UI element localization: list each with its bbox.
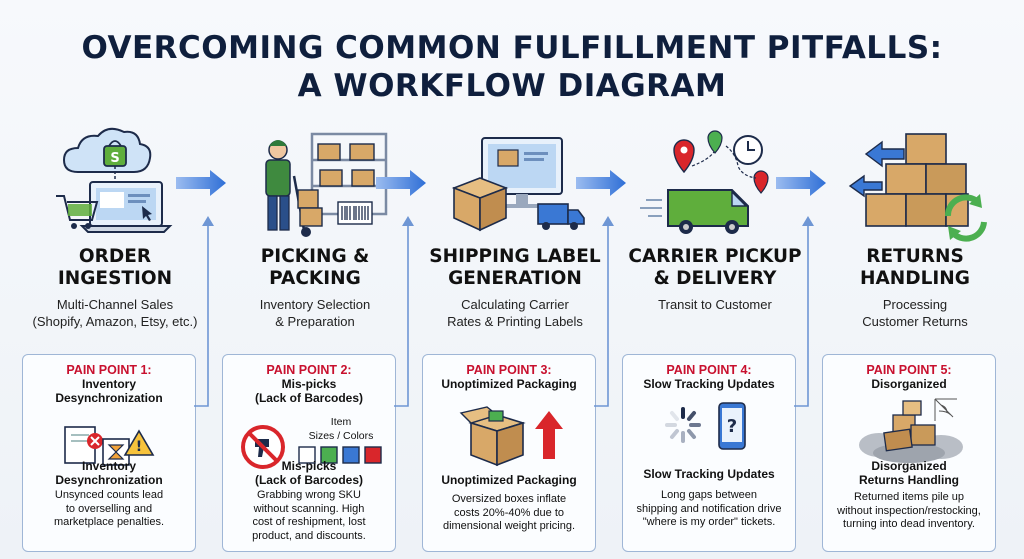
stage-subtitle: Multi-Channel Sales(Shopify, Amazon, Ets… [32,297,198,329]
barcode-icon [337,201,373,225]
carrier-delivery-illustration [620,120,810,242]
no-scanner-icon [241,425,285,469]
delivery-truck-icon [537,203,585,230]
pain-point-name: Disorganized [871,377,947,391]
pain-point-name-repeat: Unoptimized Packaging [441,473,577,487]
clock-icon [733,135,763,165]
color-swatches-icon [298,446,382,464]
stage-title: CARRIER PICKUP& DELIVERY [628,246,802,289]
tracking-delay-illustration: ? [623,399,795,469]
page-title-line-2: A WORKFLOW DIAGRAM [297,68,727,104]
inventory-mismatch-illustration: ! [23,417,195,487]
delivery-van-icon [640,189,749,234]
pain-point-label: PAIN POINT 5: [866,363,952,377]
loading-spinner-icon [665,407,701,443]
oversized-box-illustration [423,399,595,469]
package-box-icon [451,177,509,232]
stage-title: PICKING &PACKING [260,246,370,289]
picking-packing-illustration [220,120,410,242]
returns-pile-illustration [823,395,995,465]
shelving-icon [310,132,388,216]
recycle-icon [945,194,987,242]
pain-point-box-3: PAIN POINT 3: Unoptimized Packaging Unop… [422,354,596,552]
page-title-line-1: OVERCOMING COMMON FULFILLMENT PITFALLS: [81,30,943,66]
document-error-icon [64,426,103,464]
pain-point-name-repeat: Slow Tracking Updates [643,467,775,481]
arrow-up-icon [535,411,563,459]
worker-icon [265,140,291,231]
smartphone-icon: ? [718,402,746,450]
pain-point-name: Slow Tracking Updates [643,377,775,391]
hand-truck-icon [292,175,323,237]
stage-subtitle: Transit to Customer [658,297,772,312]
svg-text:S: S [110,151,119,166]
warning-icon: ! [123,429,155,456]
pain-point-label: PAIN POINT 4: [666,363,752,377]
pain-point-name: Mis-picks(Lack of Barcodes) [254,377,364,405]
stage-subtitle: Inventory Selection& Preparation [259,297,371,329]
pain-point-box-4: PAIN POINT 4: Slow Tracking Updates [622,354,796,552]
mis-pick-illustration: Item Sizes / Colors [223,417,395,487]
item-label: Item [331,417,352,428]
svg-text:!: ! [136,439,142,455]
pain-point-label: PAIN POINT 2: [266,363,352,377]
shipping-label-illustration [420,120,610,242]
order-ingestion-illustration: S [20,120,210,242]
open-box-icon [459,406,526,467]
location-pin-icon [673,130,769,194]
svg-text:?: ? [727,416,737,437]
pain-point-name-repeat: Mis-picks(Lack of Barcodes) [254,459,364,487]
pain-point-label: PAIN POINT 1: [66,363,152,377]
cobweb-icon [934,398,957,421]
pain-point-label: PAIN POINT 3: [466,363,552,377]
pain-point-box-5: PAIN POINT 5: Disorganized [822,354,996,552]
shopping-cart-icon [56,195,99,229]
return-arrow-icon [848,140,905,198]
pain-point-box-2: PAIN POINT 2: Mis-picks(Lack of Barcodes… [222,354,396,552]
pain-point-name: Unoptimized Packaging [441,377,577,391]
box-pile-icon [883,400,936,452]
returns-illustration [820,120,1010,242]
sizes-colors-label: Sizes / Colors [309,430,374,442]
hourglass-icon [102,438,130,466]
laptop-icon [79,181,173,233]
monitor-icon [481,137,563,208]
